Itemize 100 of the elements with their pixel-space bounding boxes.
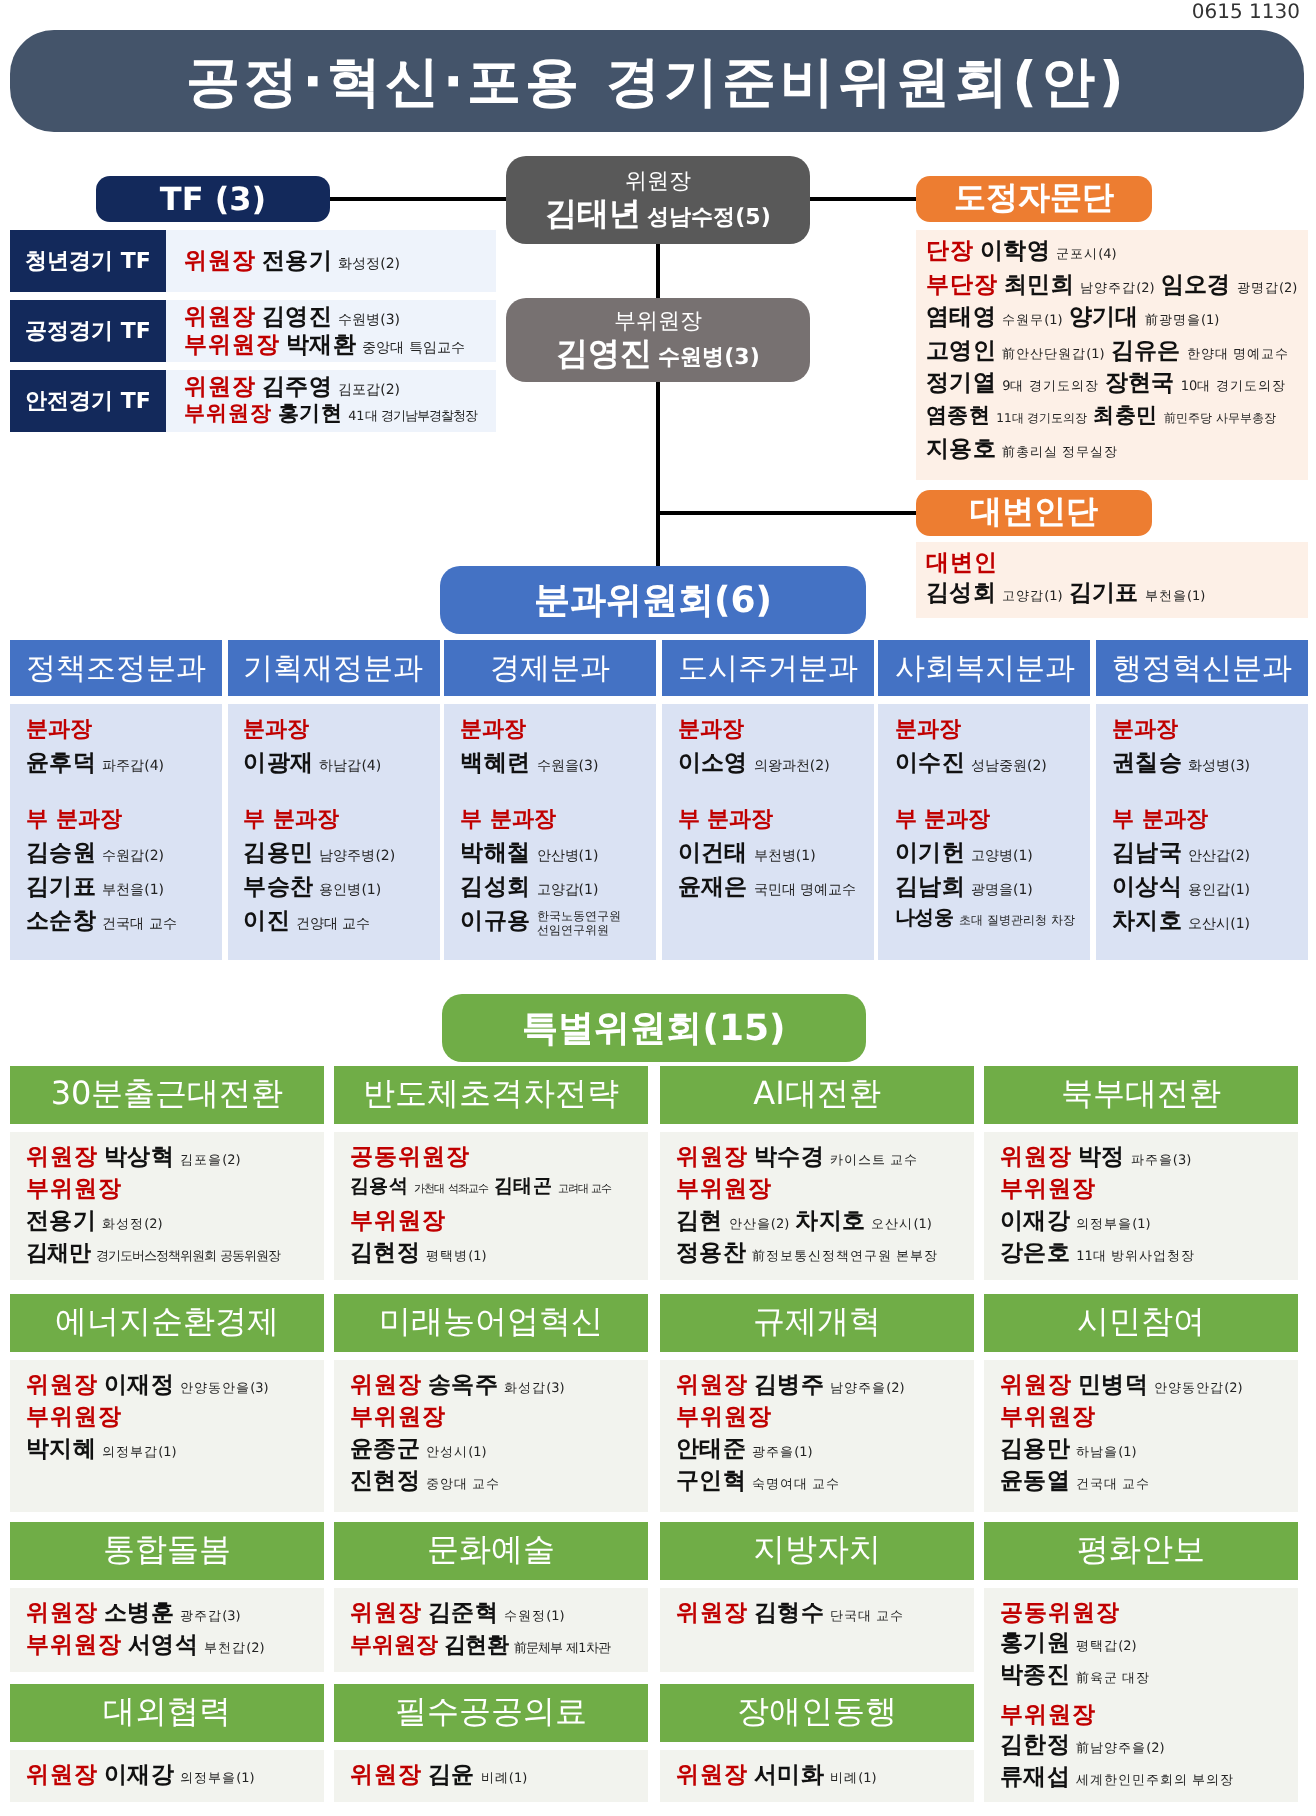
- member-affiliation: 성남수정(5): [647, 204, 771, 231]
- card-header: 미래농어업혁신: [334, 1294, 648, 1360]
- member-name: 김용만: [1000, 1436, 1071, 1464]
- role-label: 부위원장: [1000, 1701, 1096, 1730]
- member-name: 박해철: [460, 840, 531, 868]
- connector-line: [330, 197, 506, 201]
- role-label: 위원장: [676, 1600, 748, 1628]
- member-name: 백혜련: [460, 750, 531, 778]
- member-name: 이광재: [243, 750, 314, 778]
- member-name: 홍기현: [278, 401, 343, 427]
- role-label: 부위원장: [1000, 1176, 1096, 1204]
- card-header: 30분출근대전환: [10, 1066, 324, 1132]
- member-name: 전용기: [262, 247, 333, 275]
- member-name: 이기헌: [894, 840, 965, 868]
- member-name: 소병훈: [104, 1600, 175, 1628]
- member-name: 윤후덕: [26, 750, 97, 778]
- member-name: 이수진: [894, 750, 965, 778]
- role-label: 위원장: [350, 1372, 422, 1400]
- member-name: 차지호: [795, 1208, 866, 1236]
- member-name: 박지혜: [26, 1436, 97, 1464]
- member-name: 김윤: [428, 1762, 475, 1790]
- role-label: 부위원장: [676, 1176, 772, 1204]
- role-label: 부위원장: [350, 1632, 438, 1659]
- role-label: 부위원장: [184, 331, 280, 359]
- member-name: 김기표: [26, 874, 97, 902]
- role-label: 분과장: [460, 716, 527, 743]
- card-header: AI대전환: [660, 1066, 974, 1132]
- member-name: 박정: [1078, 1144, 1125, 1172]
- committee-card: [334, 1066, 648, 1280]
- role-label: 부 분과장: [1112, 806, 1208, 833]
- card-header: 행정혁신분과: [1096, 640, 1308, 704]
- role-label: 부 분과장: [460, 806, 557, 833]
- role-label: 분과장: [243, 716, 310, 743]
- member-name: 지용호: [926, 436, 997, 464]
- card-header: 규제개혁: [660, 1294, 974, 1360]
- member-name: 류재섭: [1000, 1763, 1071, 1791]
- role-label: 부위원장: [26, 1176, 122, 1204]
- committee-card: [984, 1066, 1298, 1280]
- heading-banner: 도정자문단: [916, 176, 1152, 222]
- member-name: 김준혁: [428, 1600, 499, 1628]
- role-label: 대변인: [926, 550, 998, 578]
- role-label: 위원장: [184, 247, 256, 275]
- subcommittee-card: [661, 640, 874, 960]
- member-name: 이재강: [1000, 1208, 1071, 1236]
- member-name: 전용기: [26, 1208, 97, 1236]
- card-header: 평화안보: [984, 1522, 1298, 1588]
- role-label: 공동위원장: [350, 1144, 470, 1172]
- member-name: 이상식: [1112, 874, 1183, 902]
- member-name: 소순창: [26, 908, 97, 936]
- card-header: 장애인동행: [660, 1684, 974, 1750]
- member-name: 민병덕: [1078, 1372, 1149, 1400]
- role-label: 위원장: [1000, 1144, 1072, 1172]
- role-label: 부 분과장: [243, 806, 339, 833]
- committee-card: [334, 1684, 648, 1802]
- card-header: 도시주거분과: [661, 640, 874, 704]
- member-name: 박재환: [286, 331, 357, 359]
- member-name: 정기열: [926, 370, 997, 398]
- role-label: 위원장: [26, 1144, 98, 1172]
- date-label: 0615 1130: [1191, 2, 1300, 26]
- member-name: 김한정: [1000, 1732, 1071, 1761]
- member-name: 차지호: [1112, 908, 1183, 936]
- role-label: 분과장: [894, 716, 961, 743]
- committee-card: [10, 1294, 324, 1512]
- member-name: 구인혁: [676, 1468, 747, 1496]
- member-affiliation: 수원병(3): [658, 344, 760, 371]
- member-name: 서미화: [754, 1762, 825, 1790]
- role-label: 분과장: [677, 716, 744, 743]
- role-label: 부 분과장: [677, 806, 774, 833]
- member-panel: [916, 230, 1308, 480]
- card-header: 사회복지분과: [878, 640, 1091, 704]
- member-name: 안태준: [676, 1436, 747, 1464]
- member-name: 김기표: [1068, 580, 1139, 608]
- committee-card: [984, 1294, 1298, 1512]
- member-name: 김성회: [460, 874, 531, 902]
- role-label: 분과장: [26, 716, 92, 743]
- member-name: 김유은: [1110, 337, 1181, 365]
- card-header: 시민참여: [984, 1294, 1298, 1360]
- role-label: 공동위원장: [1000, 1600, 1120, 1628]
- committee-card: [660, 1066, 974, 1280]
- member-name: 송옥주: [428, 1372, 499, 1400]
- role-label: 위원장: [26, 1600, 98, 1628]
- role-label: 위원장: [184, 373, 256, 401]
- member-name: 김현: [676, 1208, 723, 1236]
- role-label: 부위원장: [26, 1404, 122, 1432]
- subcommittee-card: [444, 640, 657, 960]
- member-name: 박상혁: [104, 1144, 175, 1172]
- member-name: 권칠승: [1112, 750, 1183, 778]
- card-header: 정책조정분과: [10, 640, 222, 704]
- member-name: 이재정: [104, 1372, 175, 1400]
- title-banner: 공정·혁신·포용 경기준비위원회(안): [10, 30, 1304, 132]
- committee-card: [10, 1684, 324, 1802]
- member-name: 김현환: [444, 1632, 509, 1659]
- member-name: 최충민: [1093, 403, 1158, 429]
- member-name: 이학영: [980, 238, 1051, 266]
- role-label: 부위원장: [676, 1404, 772, 1432]
- subcommittee-card: [10, 640, 222, 960]
- row-header: 공정경기 TF: [10, 300, 166, 362]
- member-name: 장현국: [1104, 370, 1175, 398]
- member-name: 김현정: [350, 1240, 421, 1268]
- connector-line: [656, 244, 660, 298]
